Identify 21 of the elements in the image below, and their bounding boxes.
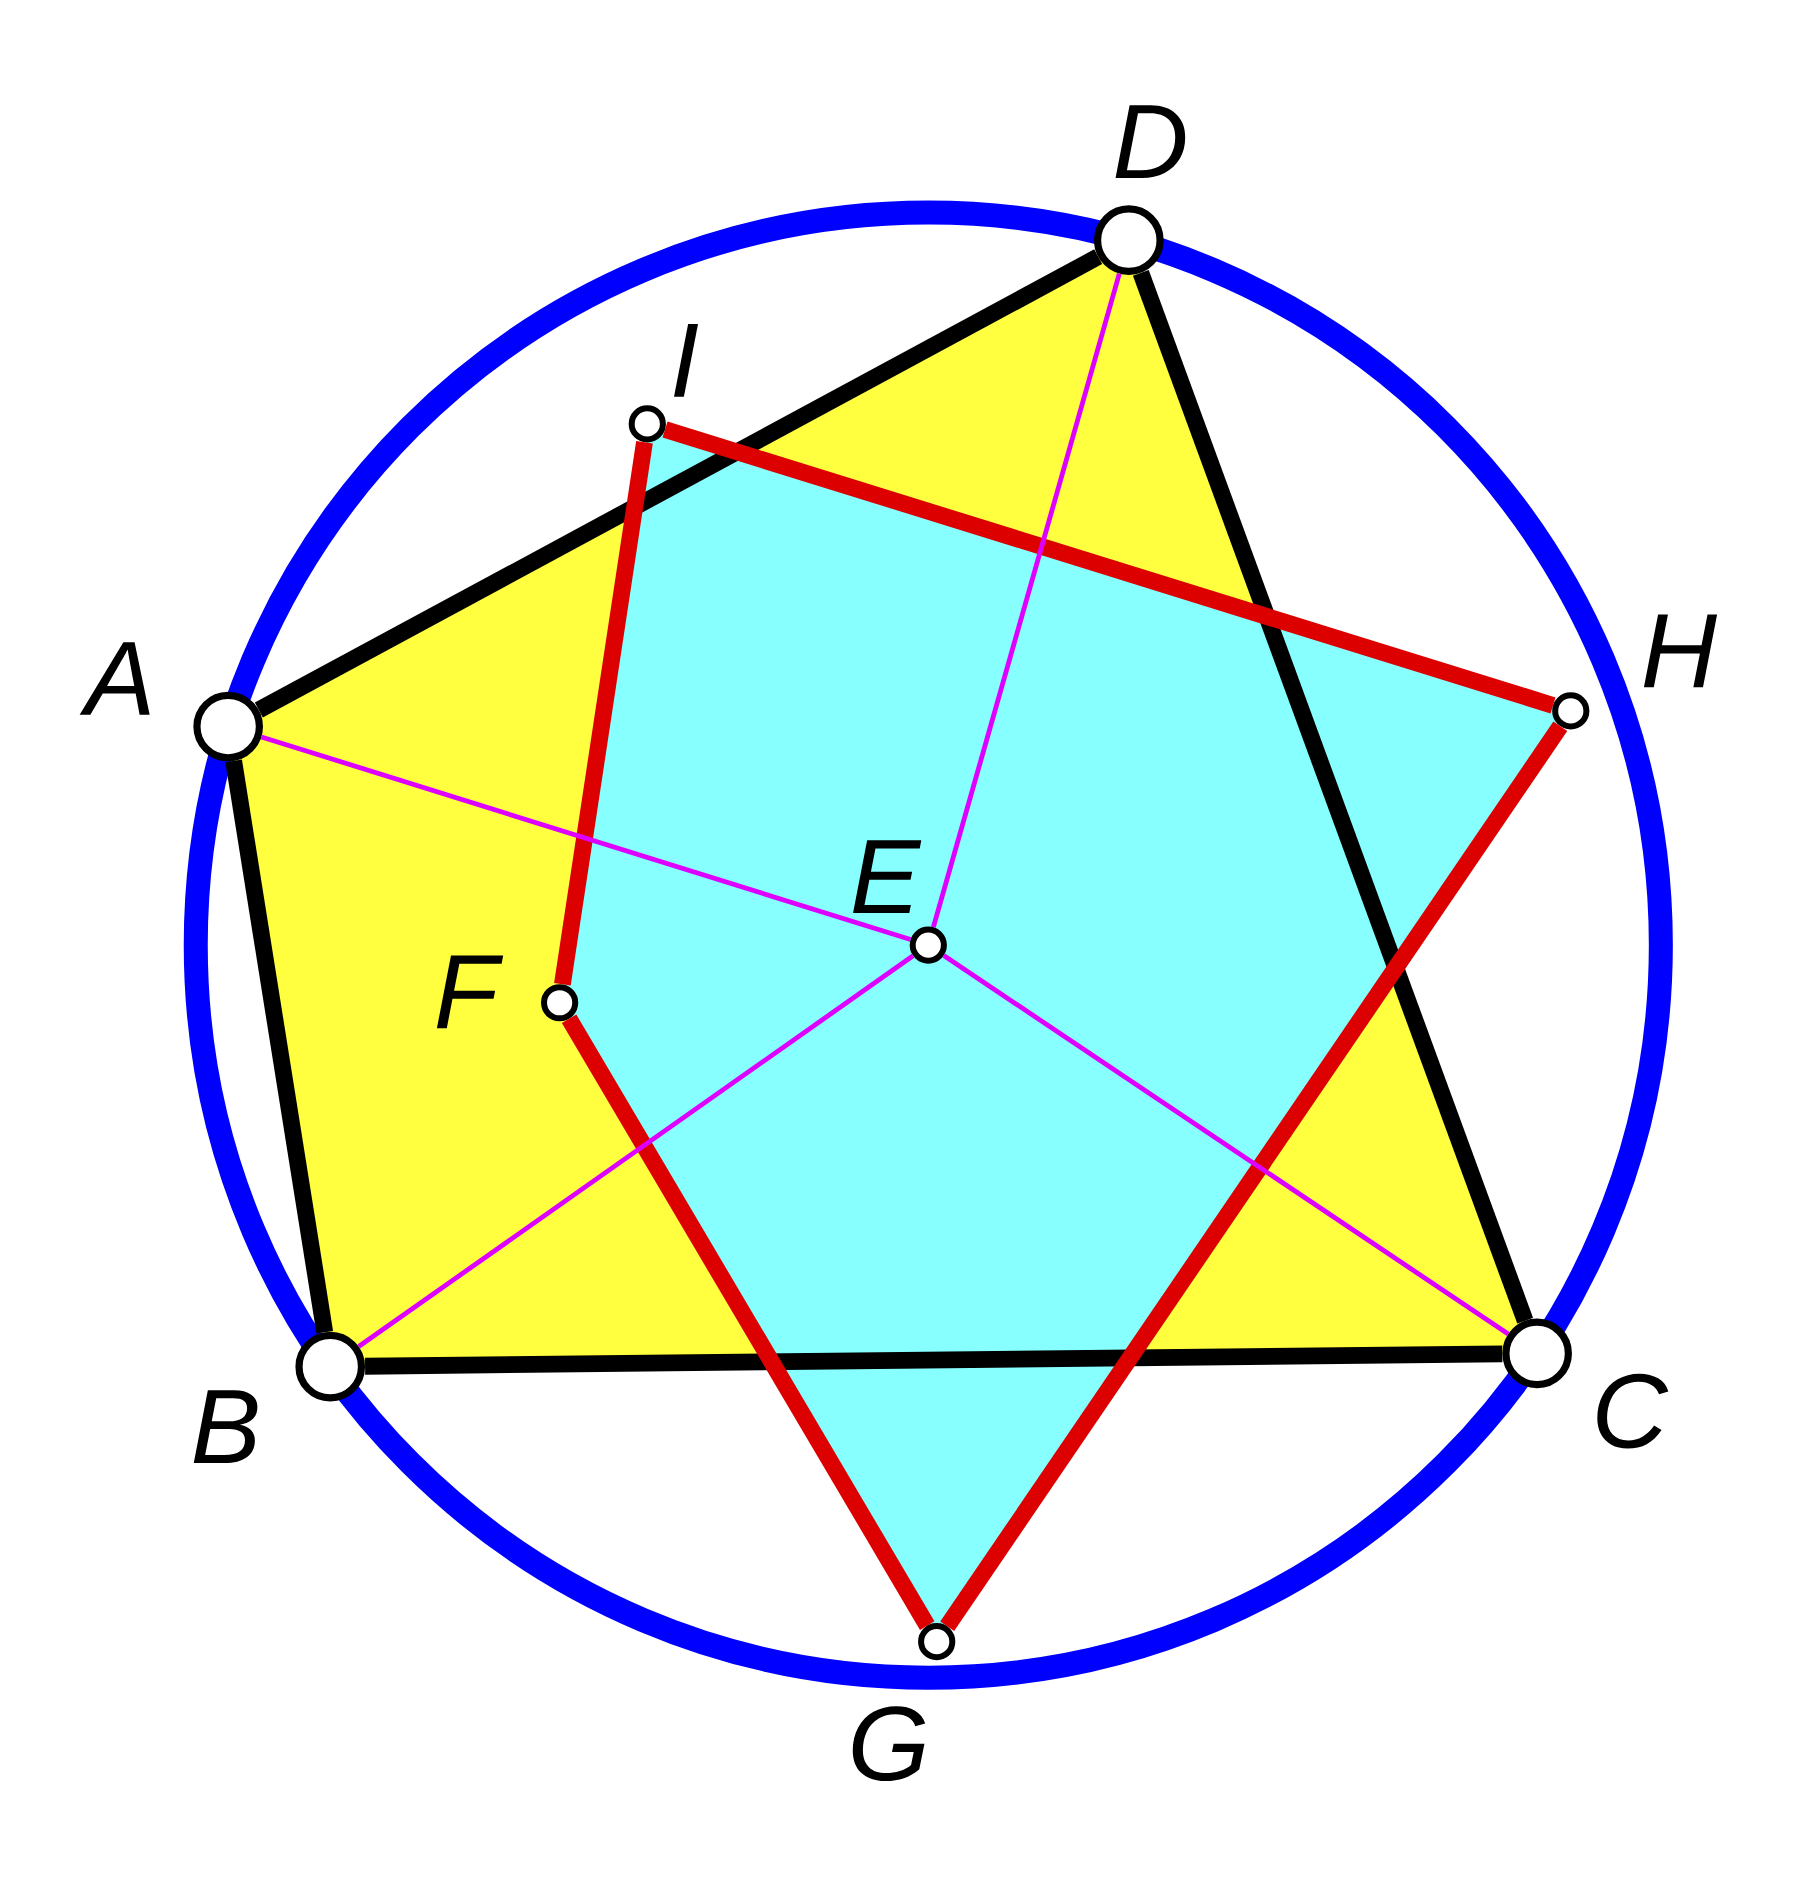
segment bbox=[225, 759, 334, 1334]
segment bbox=[931, 273, 1122, 928]
segment bbox=[561, 1014, 935, 1630]
point-label: D bbox=[1115, 105, 1186, 179]
point-label: E bbox=[853, 840, 922, 913]
point-label: C bbox=[1597, 1373, 1669, 1449]
point-label: F bbox=[437, 955, 504, 1029]
point-label: B bbox=[193, 1390, 258, 1464]
segment bbox=[662, 421, 1556, 714]
segment bbox=[940, 721, 1568, 1631]
segment bbox=[942, 953, 1510, 1336]
segment bbox=[554, 441, 653, 986]
point-label: I bbox=[674, 323, 699, 397]
point-label: H bbox=[1644, 614, 1718, 688]
segment bbox=[357, 953, 915, 1349]
segment bbox=[254, 249, 1103, 718]
point-label: A bbox=[79, 642, 150, 715]
segment bbox=[365, 1345, 1503, 1375]
segment bbox=[260, 734, 912, 942]
segment bbox=[1133, 270, 1534, 1324]
point-label: G bbox=[852, 1706, 926, 1782]
